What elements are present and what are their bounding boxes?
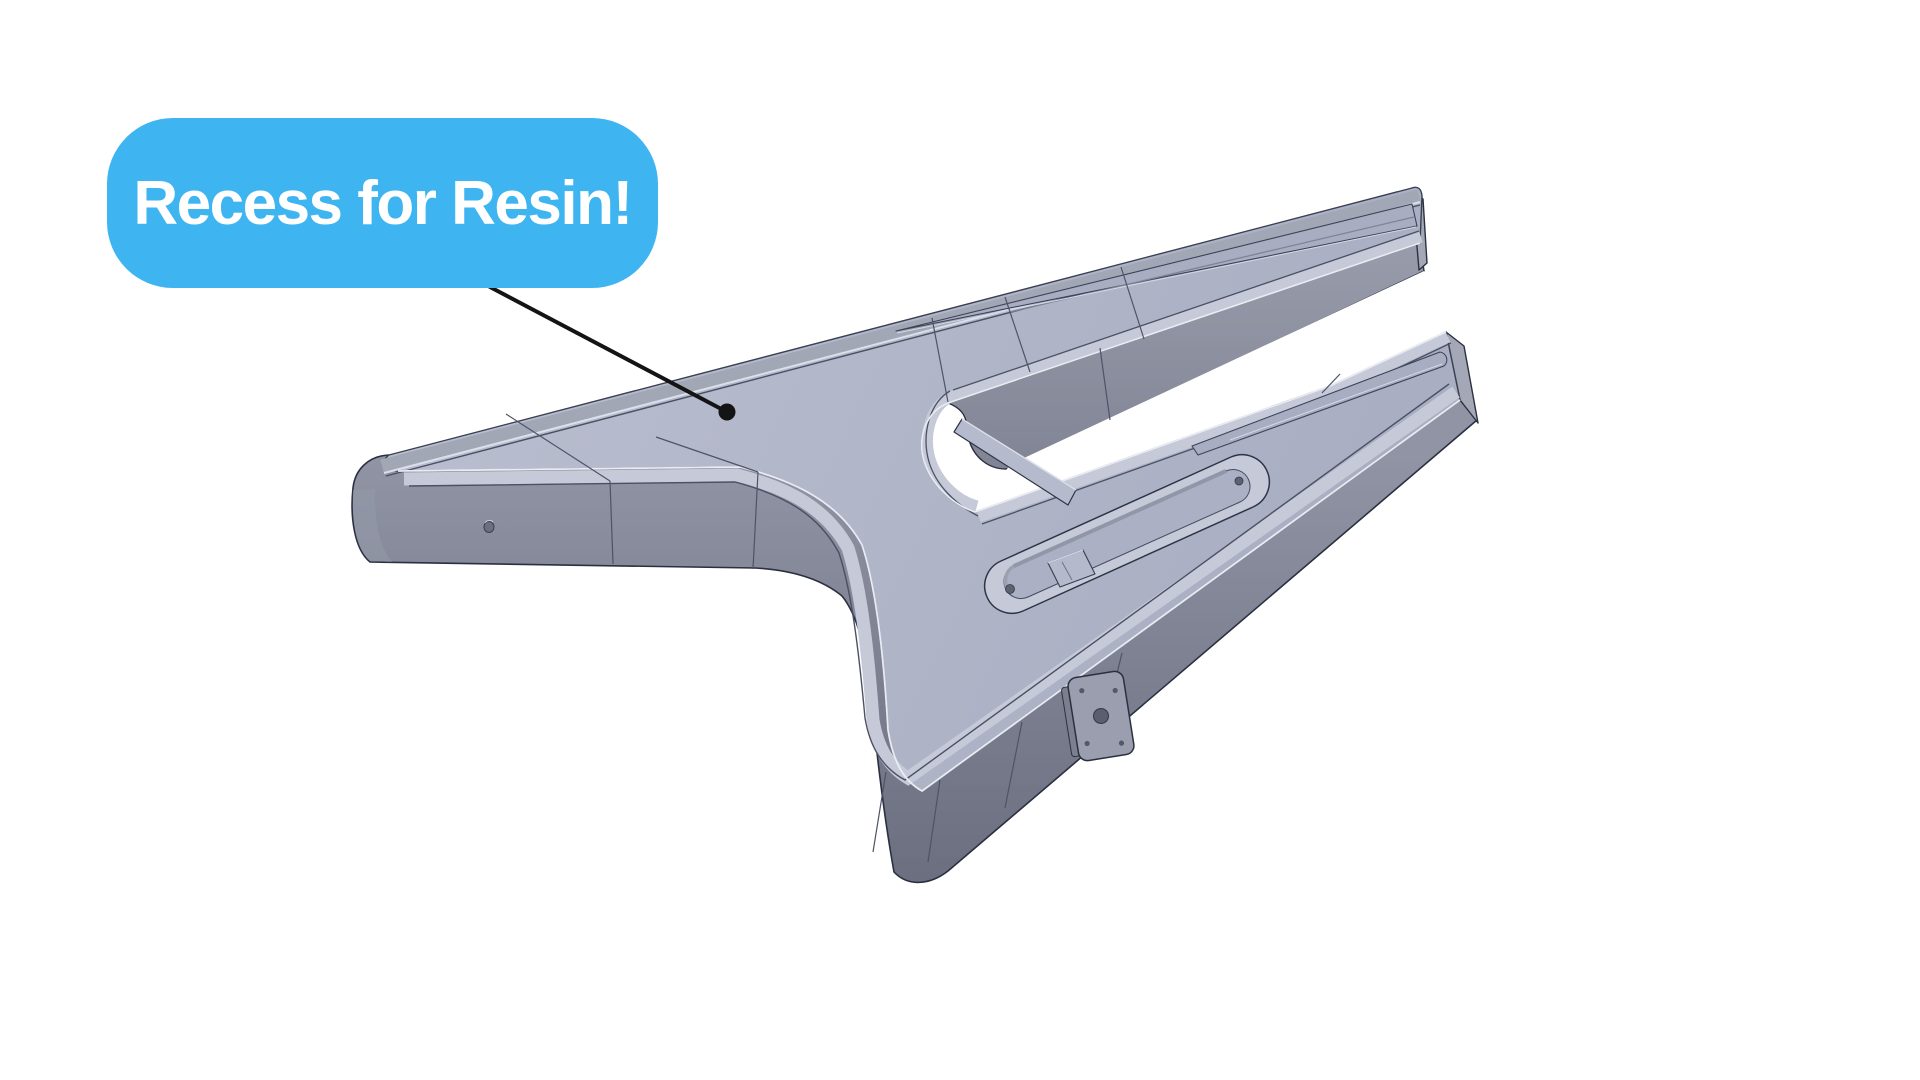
jack-screw-hole-3 (1084, 740, 1090, 747)
front-wall-hole (483, 519, 495, 533)
edge-slot-bright (920, 242, 1447, 513)
callout-label: Recess for Resin! (133, 168, 633, 238)
jack-screw-hole-1 (1079, 688, 1085, 694)
fork-slot-cutout (979, 271, 1446, 507)
upper-arm-channel (895, 203, 1418, 332)
obround-pad-notch (1061, 561, 1073, 581)
rim-top-edge (380, 189, 1421, 473)
seam-floor-left (505, 413, 611, 482)
lower-arm-channel-bright (1229, 363, 1443, 441)
jack-screw-hole-4 (1118, 740, 1125, 746)
obround-pad-highlight (1047, 549, 1084, 564)
jack-hole (1093, 708, 1109, 724)
seam-floor-left-2 (655, 436, 759, 473)
seam-wall-left-1 (609, 480, 614, 565)
cad-model-walls (351, 187, 1479, 884)
seam-near-wall (1099, 347, 1111, 421)
jack-plate (1061, 670, 1135, 762)
upper-arm-channel-bright (896, 226, 1417, 334)
leader-line (488, 285, 729, 414)
seam-upper-arm-2 (1120, 266, 1145, 340)
seam-wall-left-2 (752, 471, 759, 570)
slot-inner-wall (947, 242, 1425, 470)
seam-arm-wall-1 (1004, 721, 1023, 809)
seam-point-right (927, 779, 941, 863)
seam-floor-to-u (931, 317, 949, 403)
callout-bubble: Recess for Resin! (107, 118, 658, 288)
edge-notch-bright (397, 399, 1461, 793)
left-cap-highlight (352, 489, 392, 562)
rim-slot-lower-band (977, 332, 1451, 523)
slot-cross-bar-highlight (961, 418, 1077, 491)
rim-notch-innerline (408, 383, 1450, 781)
leader-dot (718, 403, 736, 421)
seam-upper-arm-1 (1004, 296, 1031, 373)
leader (488, 285, 736, 421)
cad-model-top (380, 186, 1461, 793)
obround-hole-left (1005, 584, 1015, 594)
rim-slot-upper-band (948, 231, 1423, 403)
obround-inner-shadow (1013, 469, 1227, 568)
rim-slot-upper-innerline (952, 230, 1420, 391)
seam-point-left (872, 771, 887, 853)
obround-hole-right (1234, 476, 1244, 486)
lower-arm-channel (1191, 351, 1448, 456)
rim-notch-band (403, 386, 1460, 786)
rim-u-innerline (925, 390, 979, 517)
seam-rim-jog (1321, 373, 1341, 394)
jack-screw-hole-2 (1112, 687, 1118, 694)
